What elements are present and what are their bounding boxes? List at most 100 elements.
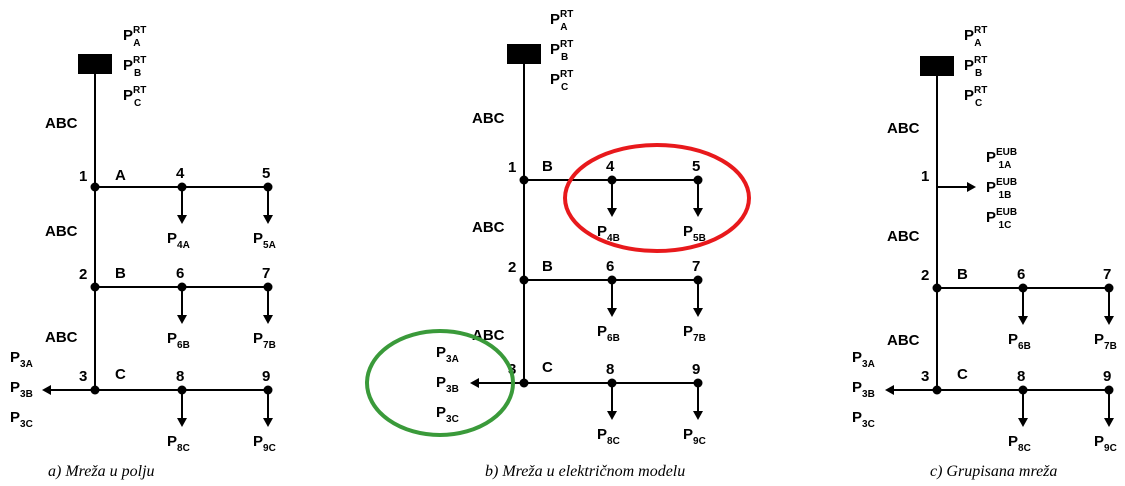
phase-label: B xyxy=(957,266,968,283)
load-power-label: P7B xyxy=(1094,331,1117,352)
node-label: 8 xyxy=(606,361,614,378)
side-load-label: P3A xyxy=(436,344,459,365)
arrow-down-icon xyxy=(693,308,703,317)
arrow-down-icon xyxy=(693,411,703,420)
phase-label: C xyxy=(115,366,126,383)
load-power-label: P9C xyxy=(683,426,706,447)
node-label: 2 xyxy=(921,267,929,284)
phase-label: A xyxy=(115,167,126,184)
side-load-label: P3A xyxy=(10,349,33,370)
phase-abc-label: ABC xyxy=(887,120,920,137)
node-label: 2 xyxy=(508,259,516,276)
node-label: 6 xyxy=(176,265,184,282)
node-label: 8 xyxy=(176,368,184,385)
side-load-label: P3C xyxy=(436,404,459,425)
phase-abc-label: ABC xyxy=(45,115,78,132)
node-label: 8 xyxy=(1017,368,1025,385)
panel-caption: b) Mreža u električnom modelu xyxy=(485,463,685,480)
load-power-label: P9C xyxy=(253,433,276,454)
side-load-label: P3B xyxy=(852,379,875,400)
source-transformer-icon xyxy=(507,44,541,64)
load-power-label: P5B xyxy=(683,223,706,244)
phase-label: B xyxy=(542,258,553,275)
arrow-down-icon xyxy=(1104,316,1114,325)
node-label: 2 xyxy=(79,266,87,283)
side-load-label: P3A xyxy=(852,349,875,370)
phase-abc-label: ABC xyxy=(472,110,505,127)
arrow-down-icon xyxy=(263,418,273,427)
node-label: 4 xyxy=(176,165,185,182)
load-power-label: P8C xyxy=(167,433,190,454)
arrow-down-icon xyxy=(607,308,617,317)
arrow-down-icon xyxy=(263,215,273,224)
phase-label: C xyxy=(542,359,553,376)
arrow-down-icon xyxy=(1104,418,1114,427)
node-label: 6 xyxy=(606,258,614,275)
arrow-left-icon xyxy=(42,385,51,395)
node-label: 7 xyxy=(1103,266,1111,283)
load-power-label: P6B xyxy=(167,330,190,351)
arrow-down-icon xyxy=(177,418,187,427)
arrow-left-icon xyxy=(470,378,479,388)
load-power-label: P5A xyxy=(253,230,276,251)
node-label: 6 xyxy=(1017,266,1025,283)
node-label: 7 xyxy=(262,265,270,282)
phase-abc-label: ABC xyxy=(472,219,505,236)
node-label: 5 xyxy=(262,165,270,182)
bus-node xyxy=(519,175,529,185)
highlight-ellipse-green xyxy=(365,329,515,437)
node-label: 3 xyxy=(921,368,929,385)
arrow-down-icon xyxy=(263,315,273,324)
arrow-down-icon xyxy=(607,208,617,217)
node-label: 9 xyxy=(1103,368,1111,385)
arrow-left-icon xyxy=(885,385,894,395)
node-label: 9 xyxy=(262,368,270,385)
phase-abc-label: ABC xyxy=(887,228,920,245)
phase-label: C xyxy=(957,366,968,383)
arrow-down-icon xyxy=(177,315,187,324)
load-power-label: P7B xyxy=(683,323,706,344)
panel-caption: c) Grupisana mreža xyxy=(930,463,1057,480)
phase-abc-label: ABC xyxy=(887,332,920,349)
arrow-down-icon xyxy=(177,215,187,224)
load-power-label: P4B xyxy=(597,223,620,244)
load-power-label: P7B xyxy=(253,330,276,351)
arrow-down-icon xyxy=(1018,418,1028,427)
node-label: 4 xyxy=(606,158,615,175)
source-transformer-icon xyxy=(920,56,954,76)
load-power-label: P8C xyxy=(597,426,620,447)
load-power-label: P4A xyxy=(167,230,190,251)
load-power-label: P9C xyxy=(1094,433,1117,454)
phase-abc-label: ABC xyxy=(472,327,505,344)
side-load-label: P3C xyxy=(852,409,875,430)
load-power-label: P6B xyxy=(1008,331,1031,352)
highlight-ellipse-red xyxy=(563,143,751,253)
node-label: 5 xyxy=(692,158,700,175)
node-label: 1 xyxy=(79,168,87,185)
node-label: 7 xyxy=(692,258,700,275)
bus-node xyxy=(90,182,100,192)
bus-node xyxy=(519,275,529,285)
arrow-down-icon xyxy=(693,208,703,217)
phase-abc-label: ABC xyxy=(45,223,78,240)
bus-node xyxy=(90,282,100,292)
node-label: 1 xyxy=(508,159,516,176)
panel-caption: a) Mreža u polju xyxy=(48,463,155,480)
phase-label: B xyxy=(115,265,126,282)
node-label: 3 xyxy=(79,368,87,385)
